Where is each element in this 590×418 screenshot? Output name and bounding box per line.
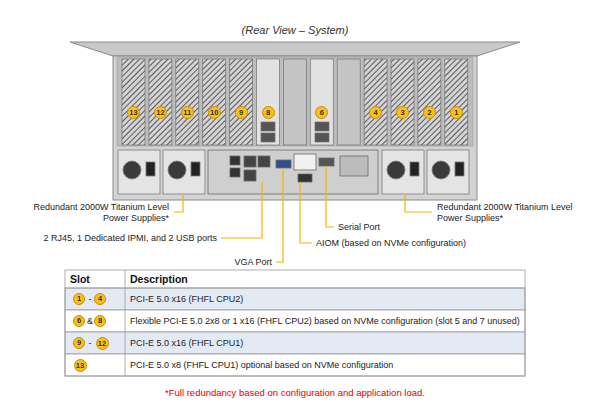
callout-number: 8 — [94, 315, 106, 327]
table-cell: & — [86, 316, 94, 326]
table-cell: Flexible PCI-E 5.0 2x8 or 1 x16 (FHFL CP… — [130, 316, 520, 326]
callout-number: 2 — [423, 106, 436, 119]
slot-cards — [122, 59, 468, 145]
callout-number: 9 — [73, 337, 85, 349]
callout-label: VGA Port — [216, 257, 272, 268]
callout-number: 8 — [262, 106, 275, 119]
table-cell: - — [86, 338, 94, 348]
callout-label: 2 RJ45, 1 Dedicated IPMI, and 2 USB port… — [14, 233, 217, 244]
callout-number: 3 — [396, 106, 409, 119]
callout-number: 4 — [369, 106, 382, 119]
slot-table — [65, 270, 525, 376]
callout-number: 6 — [315, 106, 328, 119]
io-panel — [208, 150, 378, 194]
table-cell: PCI-E 5.0 x16 (FHFL CPU2) — [130, 294, 520, 304]
chassis — [70, 42, 520, 200]
callout-number: 1 — [450, 106, 463, 119]
callout-number: 4 — [94, 293, 106, 305]
callout-number: 9 — [235, 106, 248, 119]
callout-number: 11 — [181, 106, 194, 119]
table-cell: PCI-E 5.0 x16 (FHFL CPU1) — [130, 338, 520, 348]
table-header: Slot — [70, 274, 122, 285]
table-header: Description — [130, 274, 520, 285]
callout-number: 1 — [73, 293, 85, 305]
table-cell: PCI-E 5.0 x8 (FHFL CPU1) optional based … — [130, 360, 520, 370]
callout-number: 10 — [208, 106, 221, 119]
callout-number: 12 — [96, 337, 109, 350]
callout-label: Redundant 2000W Titanium Level Power Sup… — [437, 202, 585, 224]
callout-label: Serial Port — [338, 222, 458, 233]
title: (Rear View – System) — [0, 25, 590, 36]
callout-number: 12 — [154, 106, 167, 119]
power-supplies — [118, 150, 469, 194]
callout-number: 6 — [73, 315, 85, 327]
table-cell: - — [86, 294, 94, 304]
leader-lines — [174, 166, 432, 262]
callout-number: 13 — [74, 359, 87, 372]
callout-label: AIOM (based on NVMe configuration) — [316, 238, 546, 249]
caption: *Full redundancy based on configuration … — [0, 387, 590, 398]
callout-label: Redundant 2000W Titanium Level Power Sup… — [6, 202, 169, 224]
callout-number: 13 — [127, 106, 140, 119]
